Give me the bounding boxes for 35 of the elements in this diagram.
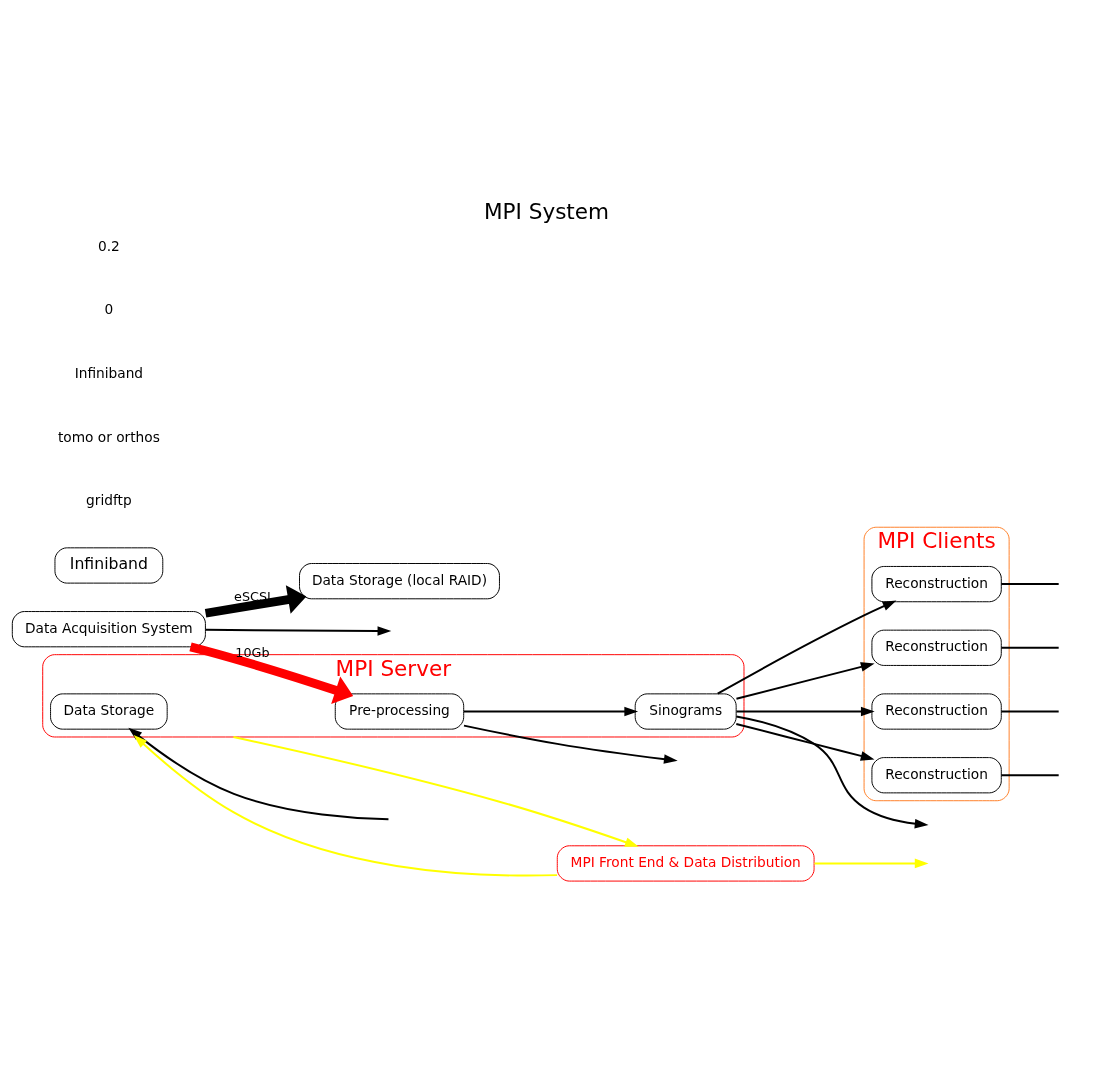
node-box: MPI Front End & Data Distribution [556,844,815,882]
arrow [735,714,929,829]
arrow [204,625,392,636]
connector [1000,710,1060,712]
label: 0 [104,300,114,317]
arrow [735,722,875,761]
node-box: Reconstruction [871,629,1002,666]
arrow [716,600,897,695]
label: tomo or orthos [57,428,160,445]
arrow [735,661,875,700]
connector [1000,646,1060,649]
arrow [204,584,307,618]
node-box: Data Storage [50,692,168,730]
label: 0.2 [97,237,120,254]
node-box: Infiniband [54,546,164,584]
arrow [133,734,559,876]
label: Infiniband [74,364,144,381]
node-box: Sinograms [634,692,737,730]
diagram-title: MPI System [483,198,610,224]
connector [1000,773,1060,776]
node-box: Data Storage (local RAID) [299,562,500,599]
arrow [128,727,390,820]
connector [1000,582,1060,585]
node-box: Reconstruction [871,756,1002,793]
arrow [735,706,875,716]
node-box: Reconstruction [871,565,1002,602]
arrow [463,724,678,764]
node-box: Data Acquisition System [11,610,206,647]
arrow [462,706,639,716]
label: gridftp [86,491,132,508]
node-box: Reconstruction [871,692,1002,730]
arrow [813,858,929,868]
node-box: Pre-processing [334,692,465,730]
arrow [232,735,639,847]
arrow [189,642,354,704]
